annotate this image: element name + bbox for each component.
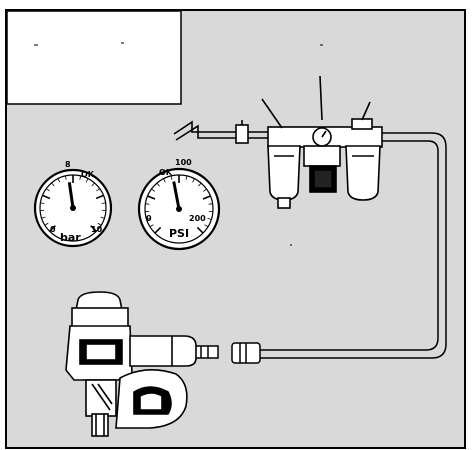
psi-scale-max: 200 bbox=[189, 214, 206, 223]
bar-gauge-needle bbox=[67, 182, 75, 209]
blank-label-box bbox=[6, 10, 182, 105]
gauge-tick bbox=[41, 216, 46, 219]
gauge-tick bbox=[51, 182, 55, 187]
gauge-tick bbox=[163, 178, 166, 183]
bar-scale-min: 0 bbox=[50, 225, 56, 234]
gauge-tick bbox=[49, 225, 56, 232]
gauge-tick bbox=[192, 178, 195, 183]
gauge-tick bbox=[90, 225, 97, 232]
bar-pressure-gauge: 0 8 10 OK bar bbox=[33, 160, 113, 248]
gauge-tick bbox=[185, 175, 188, 180]
gauge-tick bbox=[101, 202, 106, 204]
gauge-tick bbox=[146, 217, 151, 220]
gauge-tick bbox=[207, 217, 212, 220]
gauge-tick bbox=[42, 194, 51, 200]
gauge-tick bbox=[151, 188, 155, 192]
gauge-tick bbox=[202, 195, 211, 200]
bar-ok-label: OK bbox=[81, 170, 95, 179]
gauge-tick bbox=[44, 222, 49, 226]
gauge-tick bbox=[40, 202, 45, 204]
gauge-tick bbox=[85, 178, 89, 183]
air-hose-icon bbox=[260, 132, 447, 359]
gauge-tick bbox=[196, 226, 204, 234]
gauge-tick bbox=[145, 203, 150, 205]
psi-gauge-needle bbox=[172, 181, 181, 210]
psi-unit-label: PSI bbox=[169, 227, 189, 240]
gauge-tick bbox=[96, 188, 100, 192]
gauge-tick bbox=[100, 216, 105, 219]
bar-scale-max: 10 bbox=[91, 225, 103, 234]
gauge-tick bbox=[154, 226, 162, 234]
supply-pipe bbox=[173, 120, 270, 144]
psi-ok-label: OK bbox=[159, 168, 173, 177]
quick-coupler-icon bbox=[193, 342, 261, 364]
gauge-tick bbox=[95, 194, 104, 200]
gauge-tick bbox=[208, 203, 213, 205]
psi-scale-mid: 100 bbox=[175, 158, 192, 167]
gauge-tick bbox=[57, 178, 61, 183]
psi-gauge-ticks bbox=[145, 175, 213, 234]
gauge-tick bbox=[46, 188, 50, 192]
gauge-tick bbox=[203, 188, 207, 192]
bar-scale-mid: 8 bbox=[65, 160, 71, 169]
gauge-tick bbox=[91, 182, 95, 187]
bar-gauge-ticks bbox=[40, 175, 106, 232]
gauge-tick bbox=[204, 224, 209, 228]
gauge-tick bbox=[147, 195, 156, 200]
bar-unit-label: bar bbox=[60, 231, 81, 244]
psi-scale-min: 0 bbox=[146, 214, 152, 223]
gauge-tick bbox=[149, 224, 154, 228]
psi-pressure-gauge: 0 100 200 OK PSI bbox=[137, 158, 221, 251]
gauge-tick bbox=[156, 182, 160, 187]
gauge-tick bbox=[198, 182, 202, 187]
gauge-tick bbox=[79, 175, 82, 180]
frl-unit-icon bbox=[261, 75, 383, 209]
gauge-tick bbox=[64, 175, 67, 180]
gauge-tick bbox=[170, 175, 173, 180]
gauge-tick bbox=[97, 222, 102, 226]
nail-gun-icon bbox=[65, 291, 197, 437]
